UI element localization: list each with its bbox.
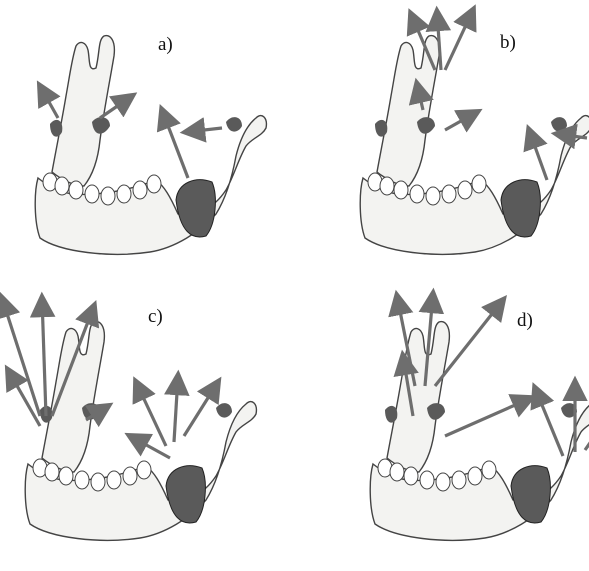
tooth [107, 471, 121, 489]
tooth [442, 185, 456, 203]
tooth [420, 471, 434, 489]
force-arrow [445, 10, 473, 70]
mandible-d [370, 322, 589, 541]
panel-label-d: d) [517, 310, 533, 332]
force-arrow [529, 130, 547, 180]
tooth [85, 185, 99, 203]
tooth [101, 187, 115, 205]
mandible-c [25, 322, 256, 541]
tooth [452, 471, 466, 489]
condyle-muscle [551, 117, 567, 132]
panel-b: b) [295, 0, 589, 285]
tooth [137, 461, 151, 479]
force-arrow [174, 376, 178, 442]
tooth [436, 473, 450, 491]
tooth [59, 467, 73, 485]
force-arrow [186, 128, 222, 132]
condyle-muscle [226, 117, 242, 132]
tooth [394, 181, 408, 199]
pterygoid-muscle [50, 120, 62, 137]
tooth [133, 181, 147, 199]
force-arrows-c [2, 298, 218, 458]
force-arrow [162, 110, 188, 178]
mandible-b [360, 36, 589, 255]
mandible-ramus-c [42, 322, 104, 472]
pterygoid-muscle [385, 406, 397, 423]
tooth [75, 471, 89, 489]
tooth [468, 467, 482, 485]
mandible-ramus-d [387, 322, 449, 472]
force-arrow [184, 382, 218, 436]
force-arrow [40, 86, 58, 118]
panel-label-a: a) [158, 34, 173, 56]
tooth [117, 185, 131, 203]
mandible-drawing-b [295, 0, 589, 285]
tooth [390, 463, 404, 481]
pterygoid-muscle [375, 120, 387, 137]
force-arrows-b [411, 10, 587, 180]
tooth [45, 463, 59, 481]
panel-a: a) [0, 0, 294, 285]
panel-d: d) [295, 286, 589, 571]
condyle-muscle [216, 403, 232, 418]
force-arrow [42, 298, 46, 416]
force-arrow [445, 398, 531, 436]
tooth [426, 187, 440, 205]
tooth [91, 473, 105, 491]
force-arrow [136, 382, 166, 446]
tooth [404, 467, 418, 485]
tooth [55, 177, 69, 195]
force-arrow [2, 298, 40, 416]
mandible-drawing-d [295, 286, 589, 571]
panel-c: c) [0, 286, 294, 571]
tooth [482, 461, 496, 479]
tooth [147, 175, 161, 193]
tooth [380, 177, 394, 195]
panel-label-b: b) [500, 32, 516, 54]
mandible-drawing-c [0, 286, 294, 571]
tooth [410, 185, 424, 203]
tooth [69, 181, 83, 199]
mandible-a [35, 36, 266, 255]
tooth [123, 467, 137, 485]
tooth [472, 175, 486, 193]
force-arrow [535, 388, 563, 456]
panel-label-c: c) [148, 306, 163, 328]
mandible-drawing-a [0, 0, 294, 285]
force-arrow [445, 112, 477, 130]
mandible-ramus-a [52, 36, 114, 186]
tooth [458, 181, 472, 199]
